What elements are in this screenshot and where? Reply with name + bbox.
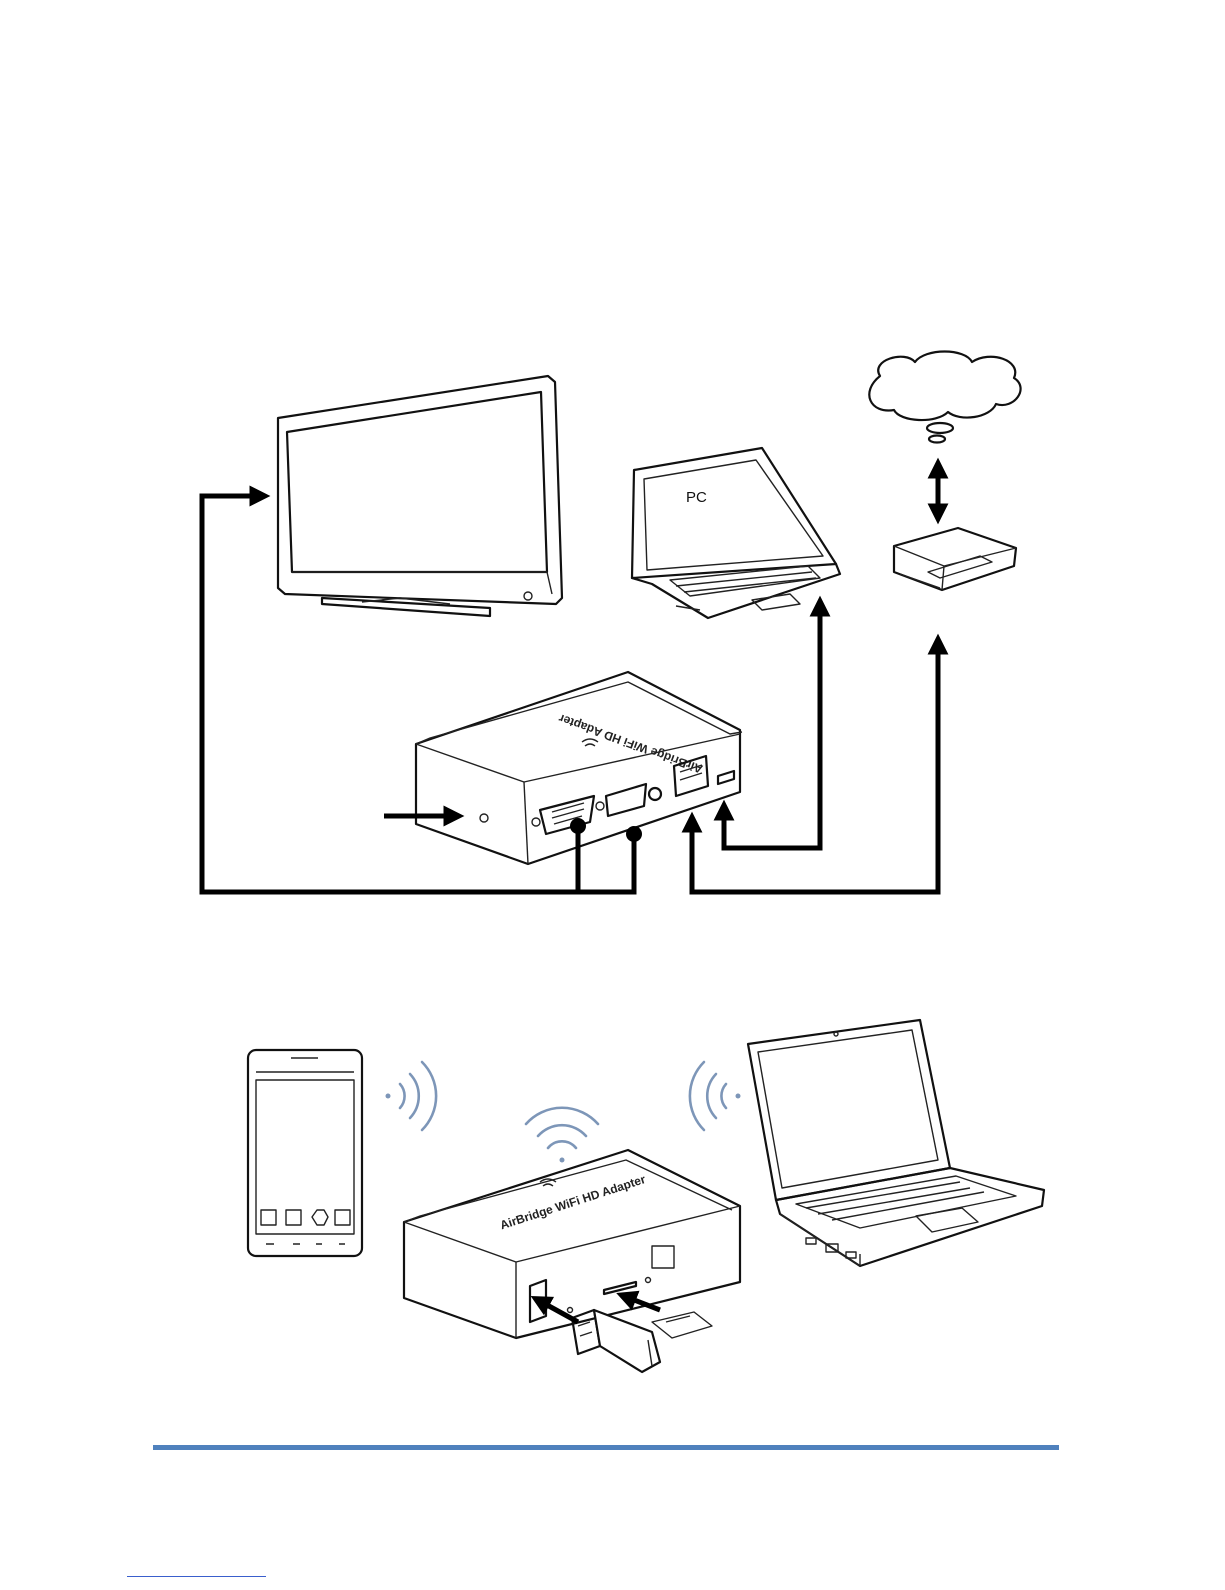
usb-wifi-dongle-icon [572,1310,660,1372]
pc-laptop-icon: PC [632,448,840,618]
video-output-cable [202,496,642,892]
footer-link-underline [127,1576,266,1577]
pc-screen-label: PC [686,489,707,506]
footer-rule [153,1445,1059,1450]
adapter-brand-label: AirBridge WiFi HD Adapter [556,711,704,776]
micro-sd-card-icon [652,1312,712,1338]
pc-usb-cable [724,604,820,848]
phone-wifi-signal-icon [386,1062,437,1130]
airbridge-adapter-bottom-icon: AirBridge WiFi HD Adapter [404,1150,740,1338]
laptop-icon [748,1020,1044,1266]
router-icon [894,528,1016,590]
tv-monitor-icon [278,376,562,616]
adapter-wifi-signal-icon [526,1108,598,1163]
laptop-wifi-signal-icon [690,1062,741,1130]
wireless-diagram: AirBridge WiFi HD Adapter [248,1020,1044,1372]
smartphone-icon [248,1050,362,1256]
connection-diagram: PC [202,352,1021,893]
adapter-bottom-brand-label: AirBridge WiFi HD Adapter [498,1172,647,1232]
internet-cloud-icon [869,352,1020,443]
lan-ethernet-cable [692,642,938,892]
